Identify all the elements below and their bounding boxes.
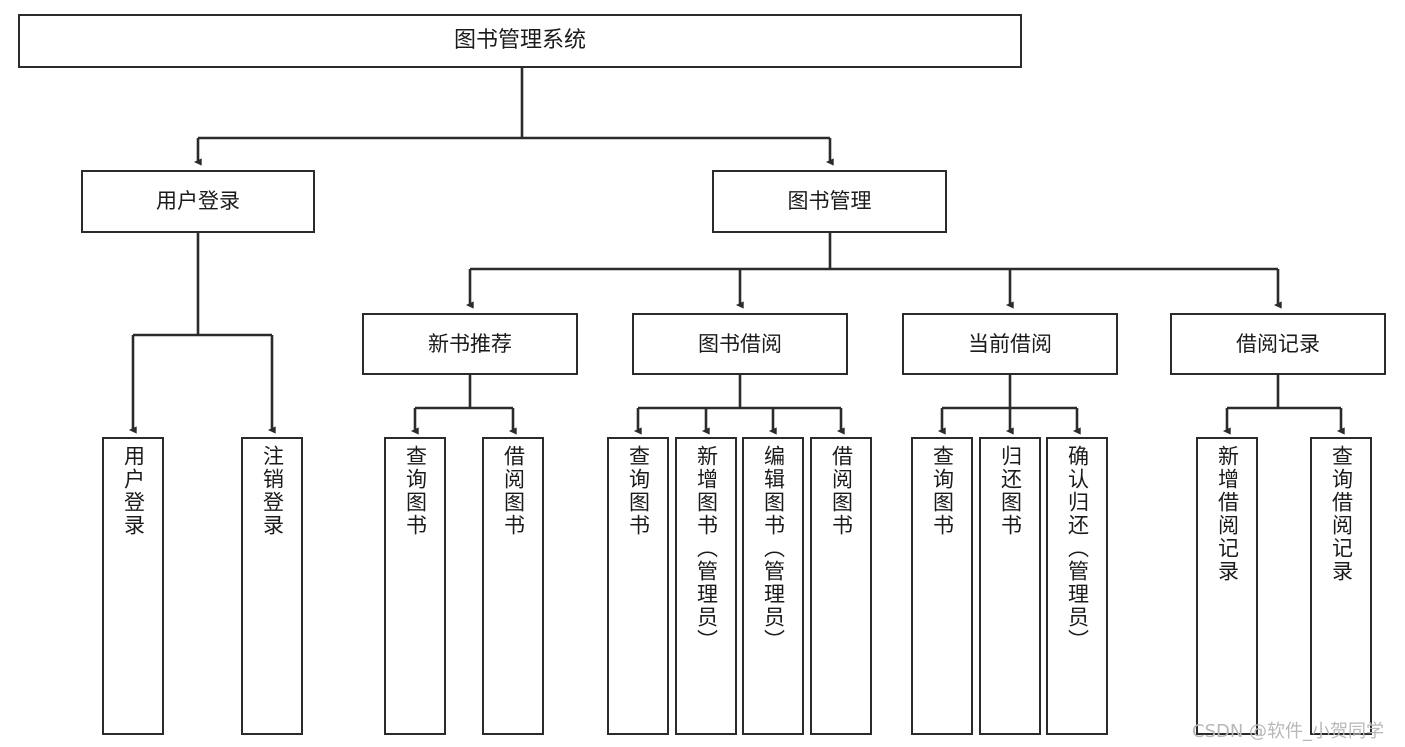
leaf-add-borrow-record[interactable]: 新增借阅记录: [1196, 437, 1258, 735]
node-label: 确认归还（管理员）: [1065, 445, 1090, 652]
node-label: 用户登录: [121, 445, 146, 537]
leaf-query-book-current[interactable]: 查询图书: [911, 437, 973, 735]
node-label: 图书管理系统: [453, 28, 586, 54]
node-label: 新增图书（管理员）: [694, 445, 719, 652]
node-user-login[interactable]: 用户登录: [81, 170, 315, 233]
leaf-confirm-return-admin[interactable]: 确认归还（管理员）: [1046, 437, 1108, 735]
leaf-query-book-borrow[interactable]: 查询图书: [607, 437, 669, 735]
node-current-borrow[interactable]: 当前借阅: [902, 313, 1118, 375]
node-label: 图书管理: [787, 189, 872, 214]
node-label: 查询图书: [626, 445, 651, 537]
node-borrow-record[interactable]: 借阅记录: [1170, 313, 1386, 375]
node-label: 新书推荐: [428, 331, 512, 356]
node-new-book-recommend[interactable]: 新书推荐: [362, 313, 578, 375]
node-label: 新增借阅记录: [1215, 445, 1240, 583]
node-label: 查询借阅记录: [1329, 445, 1354, 583]
leaf-query-borrow-record[interactable]: 查询借阅记录: [1310, 437, 1372, 735]
leaf-user-login[interactable]: 用户登录: [102, 437, 164, 735]
node-label: 借阅记录: [1236, 331, 1320, 356]
leaf-borrow-book-recommend[interactable]: 借阅图书: [482, 437, 544, 735]
node-label: 借阅图书: [829, 445, 854, 537]
node-book-borrow[interactable]: 图书借阅: [632, 313, 848, 375]
node-label: 用户登录: [156, 189, 240, 214]
leaf-add-book-admin[interactable]: 新增图书（管理员）: [675, 437, 737, 735]
leaf-borrow-book[interactable]: 借阅图书: [810, 437, 872, 735]
node-label: 当前借阅: [968, 331, 1052, 356]
leaf-logout[interactable]: 注销登录: [241, 437, 303, 735]
node-root-book-management-system[interactable]: 图书管理系统: [18, 14, 1022, 68]
leaf-query-book-recommend[interactable]: 查询图书: [384, 437, 446, 735]
node-label: 借阅图书: [501, 445, 526, 537]
node-label: 归还图书: [998, 445, 1023, 537]
node-label: 查询图书: [930, 445, 955, 537]
leaf-return-book[interactable]: 归还图书: [979, 437, 1041, 735]
leaf-edit-book-admin[interactable]: 编辑图书（管理员）: [742, 437, 804, 735]
node-label: 查询图书: [403, 445, 428, 537]
node-label: 图书借阅: [698, 331, 782, 356]
node-label: 注销登录: [260, 445, 285, 537]
node-book-management[interactable]: 图书管理: [712, 170, 947, 233]
node-label: 编辑图书（管理员）: [761, 445, 786, 652]
